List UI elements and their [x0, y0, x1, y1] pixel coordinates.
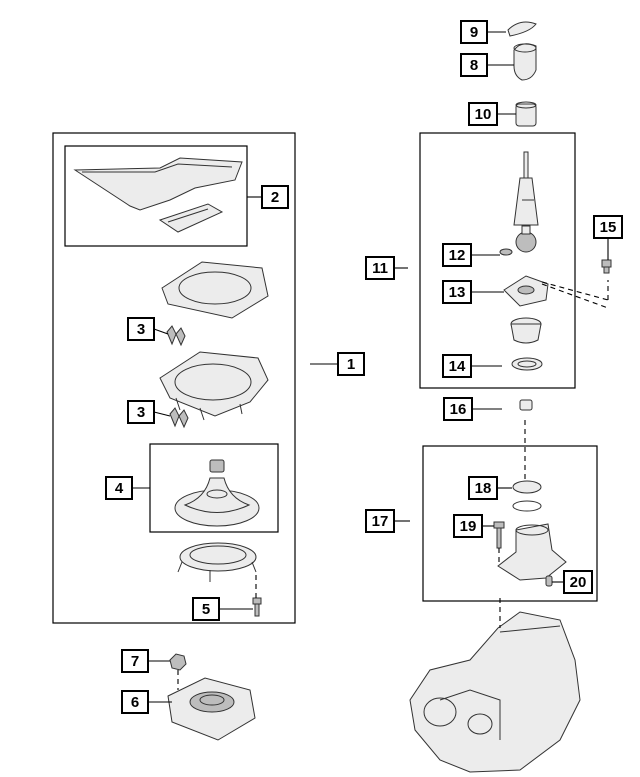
svg-text:13: 13: [449, 284, 466, 301]
svg-text:4: 4: [115, 480, 124, 497]
callout-15[interactable]: 15: [593, 215, 623, 239]
part-knob-insert: [507, 21, 537, 37]
callout-12[interactable]: 12: [442, 243, 472, 267]
part-shift-trim-ring: [161, 261, 269, 319]
svg-text:1: 1: [347, 356, 355, 373]
svg-text:9: 9: [470, 24, 478, 41]
svg-text:11: 11: [372, 260, 388, 277]
svg-text:14: 14: [449, 358, 466, 375]
part-shifter-bracket: [159, 351, 269, 421]
callout-20[interactable]: 20: [563, 570, 593, 594]
svg-text:19: 19: [460, 518, 477, 535]
part-shift-lever: [513, 151, 539, 253]
callout-4[interactable]: 4: [105, 476, 133, 500]
part-bolt-19: [493, 521, 505, 549]
part-transmission-case: [409, 611, 581, 773]
svg-text:15: 15: [600, 219, 617, 236]
part-clip-lower: [169, 407, 189, 429]
callout-3-upper[interactable]: 3: [127, 317, 155, 341]
part-knob-sleeve: [515, 101, 537, 127]
callout-10[interactable]: 10: [468, 102, 498, 126]
callout-16[interactable]: 16: [443, 397, 473, 421]
callout-13[interactable]: 13: [442, 280, 472, 304]
callout-17[interactable]: 17: [365, 509, 395, 533]
svg-text:3: 3: [137, 321, 145, 338]
part-clip-upper: [166, 325, 186, 347]
callout-6[interactable]: 6: [121, 690, 149, 714]
svg-text:16: 16: [450, 401, 467, 418]
part-console-bezel: [73, 157, 243, 233]
svg-text:20: 20: [570, 574, 587, 591]
part-screw-5: [252, 597, 262, 617]
svg-text:3: 3: [137, 404, 145, 421]
part-pin-12: [499, 248, 513, 256]
callout-18[interactable]: 18: [468, 476, 498, 500]
part-seat-rings: [512, 480, 542, 512]
callout-3-lower[interactable]: 3: [127, 400, 155, 424]
callout-8[interactable]: 8: [460, 53, 488, 77]
part-bolt-15: [601, 259, 612, 274]
part-boot-retainer: [177, 542, 257, 582]
group-frame-17: [422, 445, 598, 602]
callout-2[interactable]: 2: [261, 185, 289, 209]
dash-bolt-15: [541, 281, 609, 301]
group-frame-2: [64, 145, 248, 247]
svg-text:5: 5: [202, 601, 210, 618]
callout-14[interactable]: 14: [442, 354, 472, 378]
callout-7[interactable]: 7: [121, 649, 149, 673]
part-nut-7: [169, 653, 187, 671]
part-shift-knob: [513, 43, 537, 81]
dash-bolt-15-c: [541, 283, 609, 309]
svg-text:8: 8: [470, 57, 478, 74]
svg-text:7: 7: [131, 653, 139, 670]
leader-3b: [153, 411, 171, 417]
callout-9[interactable]: 9: [460, 20, 488, 44]
callout-5[interactable]: 5: [192, 597, 220, 621]
part-lower-shift-housing: [167, 677, 256, 741]
svg-text:10: 10: [475, 106, 492, 123]
part-shift-tower: [497, 523, 567, 581]
svg-text:6: 6: [131, 694, 139, 711]
group-frame-1: [52, 132, 296, 624]
callout-19[interactable]: 19: [453, 514, 483, 538]
part-bushing-16: [519, 399, 533, 411]
group-frame-11: [419, 132, 576, 389]
part-plug-20: [545, 575, 553, 587]
part-pivot-plate: [503, 275, 549, 307]
svg-text:17: 17: [372, 513, 389, 530]
svg-text:12: 12: [449, 247, 466, 264]
svg-text:18: 18: [475, 480, 492, 497]
part-shift-boot: [174, 459, 260, 527]
part-lever-seat: [510, 317, 543, 371]
leader-3a: [153, 328, 169, 335]
callout-1[interactable]: 1: [337, 352, 365, 376]
callout-11[interactable]: 11: [365, 256, 395, 280]
svg-text:2: 2: [271, 189, 279, 206]
